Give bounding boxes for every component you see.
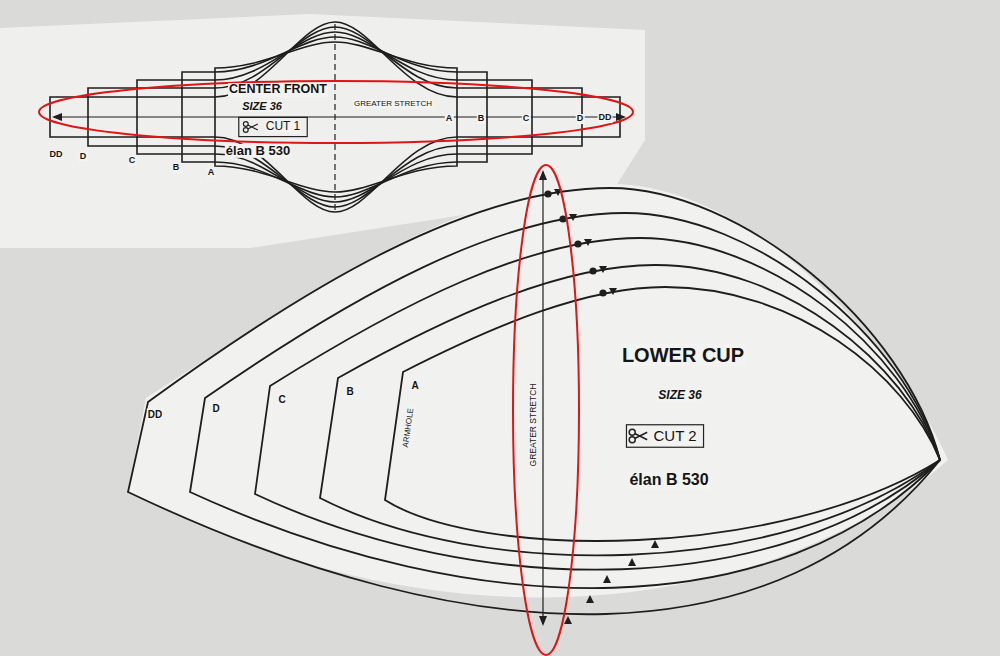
outline-group bbox=[50, 22, 626, 212]
cut-box bbox=[239, 117, 307, 136]
pattern-piece: CENTER FRONT SIZE 36 CUT 1 élan B 530 GREATE… bbox=[0, 8, 645, 248]
paper-cutout bbox=[128, 184, 948, 597]
scissors-symbol bbox=[629, 429, 647, 443]
size-letter: DD bbox=[49, 150, 64, 160]
grain-arrow bbox=[54, 116, 622, 117]
match-dot bbox=[559, 215, 566, 222]
match-dot bbox=[599, 289, 606, 296]
cut-instruction: CUT 1 bbox=[265, 120, 301, 133]
size-label: SIZE 36 bbox=[657, 389, 702, 402]
size-letter: C bbox=[277, 394, 286, 405]
grain-label: GREATER STRETCH bbox=[529, 383, 538, 468]
size-line bbox=[128, 188, 940, 614]
piece-title: LOWER CUP bbox=[621, 344, 745, 366]
size-line bbox=[320, 265, 940, 555]
size-letter: C bbox=[128, 156, 137, 166]
piece-title: CENTER FRONT bbox=[228, 83, 328, 97]
size-letter: A bbox=[410, 380, 419, 391]
highlight-ellipse bbox=[513, 165, 579, 655]
notch-mark bbox=[651, 540, 659, 548]
notch-mark bbox=[628, 558, 636, 566]
grain-arrow bbox=[542, 172, 543, 624]
edge-label: ARMHOLE bbox=[402, 407, 416, 449]
size-letter: D bbox=[79, 152, 88, 162]
arrow-head bbox=[539, 170, 547, 626]
pattern-number: élan B 530 bbox=[628, 471, 709, 489]
size-letter: A bbox=[445, 114, 454, 124]
pattern-number: élan B 530 bbox=[225, 144, 291, 158]
size-letter: B bbox=[477, 114, 486, 124]
match-dot bbox=[589, 267, 596, 274]
size-letter: A bbox=[207, 168, 216, 178]
notch-mark bbox=[584, 239, 592, 246]
notch-mark bbox=[564, 616, 572, 624]
arrow-head bbox=[52, 113, 626, 121]
notch-mark bbox=[586, 595, 594, 603]
notch-mark bbox=[569, 214, 577, 221]
outline-group bbox=[128, 170, 940, 626]
scissors-symbol bbox=[243, 122, 257, 133]
notch-mark bbox=[599, 266, 607, 273]
grain-label: GREATER STRETCH bbox=[353, 100, 433, 109]
size-label: SIZE 36 bbox=[241, 100, 283, 112]
notch-mark bbox=[603, 575, 611, 583]
size-letter: D bbox=[211, 403, 220, 414]
size-letter: D bbox=[576, 114, 585, 124]
piece-outline bbox=[0, 8, 645, 248]
box-group bbox=[626, 425, 703, 448]
size-letter: DD bbox=[598, 113, 613, 123]
size-line bbox=[255, 238, 940, 570]
box-group bbox=[239, 117, 307, 136]
pattern-piece: LOWER CUP SIZE 36 CUT 2 élan B 530 GREATER S… bbox=[112, 160, 957, 644]
size-line bbox=[190, 213, 940, 588]
size-letter: B bbox=[345, 386, 354, 397]
size-letter: C bbox=[522, 114, 531, 124]
cut-instruction: CUT 2 bbox=[652, 428, 697, 445]
cut-box bbox=[626, 425, 703, 448]
highlight-ellipse bbox=[39, 81, 633, 143]
size-letter: DD bbox=[147, 409, 163, 420]
notch-mark bbox=[609, 288, 617, 295]
match-dot bbox=[574, 240, 581, 247]
size-letter: B bbox=[172, 163, 181, 173]
notch-mark bbox=[554, 189, 562, 196]
match-dot bbox=[544, 190, 551, 197]
